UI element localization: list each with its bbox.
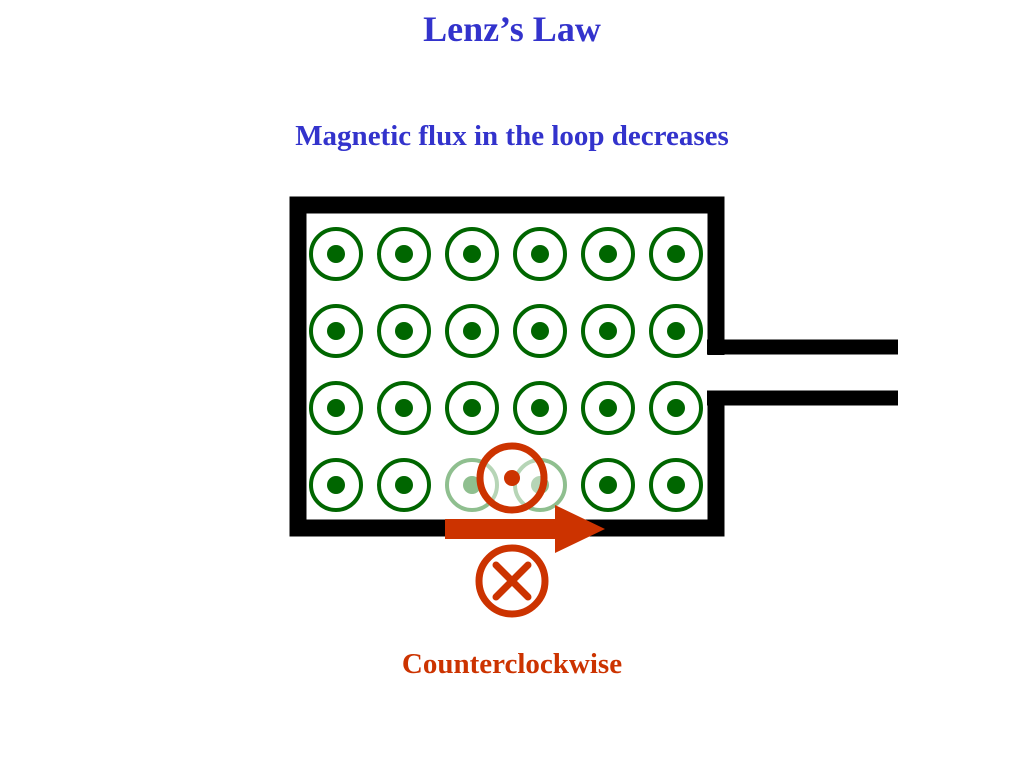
- field-dot-icon: [377, 304, 431, 358]
- page-title: Lenz’s Law: [423, 9, 601, 49]
- conducting-loop: [289, 196, 898, 537]
- field-dot-icon: [581, 381, 635, 435]
- field-dot-icon: [649, 227, 703, 281]
- field-dot-icon: [445, 381, 499, 435]
- induced-current-direction: Counterclockwise: [401, 648, 623, 680]
- field-dot-icon: [445, 458, 499, 512]
- field-dot-icon: [649, 304, 703, 358]
- field-dot-icon: [513, 304, 567, 358]
- field-dot-icon: [581, 304, 635, 358]
- field-dot-icon: [309, 304, 363, 358]
- field-dot-icon: [309, 458, 363, 512]
- cross-in-circle-icon: [475, 544, 549, 618]
- field-dot-icon: [377, 458, 431, 512]
- magnetic-field-grid: [309, 227, 703, 512]
- field-dot-icon: [377, 227, 431, 281]
- field-dot-icon: [445, 304, 499, 358]
- field-dot-icon: [309, 381, 363, 435]
- field-dot-icon: [649, 381, 703, 435]
- dot-in-circle-icon: [476, 442, 548, 514]
- arrow-right-icon: [445, 505, 605, 553]
- induced-field-group: [445, 442, 605, 618]
- field-dot-icon: [377, 381, 431, 435]
- field-dot-icon: [445, 227, 499, 281]
- field-dot-icon: [513, 381, 567, 435]
- field-dot-icon: [581, 227, 635, 281]
- subtitle: Magnetic flux in the loop decreases: [295, 120, 729, 152]
- field-dot-icon: [581, 458, 635, 512]
- field-dot-icon: [649, 458, 703, 512]
- loop-wire: [289, 196, 725, 537]
- field-dot-icon: [513, 227, 567, 281]
- field-dot-icon: [309, 227, 363, 281]
